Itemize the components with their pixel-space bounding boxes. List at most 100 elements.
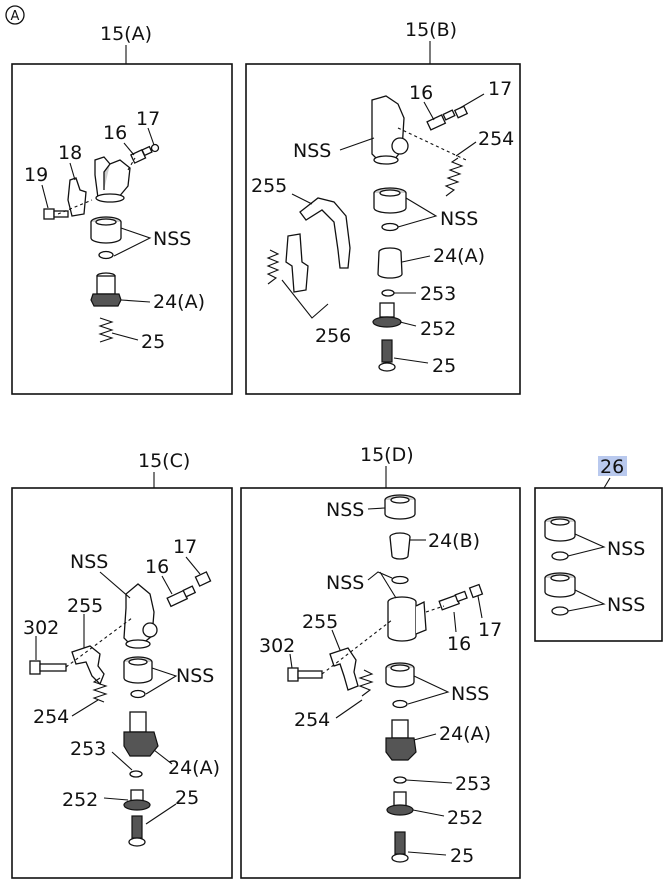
panel-15a-axis-bolt — [57, 199, 93, 215]
panel-15c-leader-253 — [111, 751, 133, 771]
panel-15b-label-256: 256 — [315, 325, 351, 347]
panel-15b-label-16: 16 — [409, 82, 433, 104]
panel-15a-label-18: 18 — [58, 142, 82, 164]
panel-15c-label-302: 302 — [23, 617, 59, 639]
panel-26-washer-2 — [551, 606, 569, 616]
panel-15d-axis-left — [321, 619, 393, 675]
panel-15d-label-nss2: NSS — [326, 572, 364, 594]
panel-15a-gear-24a — [90, 272, 122, 307]
panel-15c-leader-17 — [185, 556, 201, 575]
panel-15d-washer-253 — [393, 776, 407, 784]
panel-15d-leader-nss2b — [379, 571, 397, 599]
panel-15b-leader-256 — [281, 279, 329, 319]
panel-15b-leader-nss2 — [397, 197, 438, 228]
panel-15c-leader-252 — [103, 797, 129, 801]
panel-15d-label-252: 252 — [447, 807, 483, 829]
panel-15b-leader-255 — [291, 193, 313, 205]
panel-15c-label-16: 16 — [145, 556, 169, 578]
panel-15d-label-253: 253 — [455, 773, 491, 795]
panel-15b-bolt-25 — [378, 339, 396, 372]
panel-15a-seal — [90, 216, 122, 244]
panel-15b-label-nss2: NSS — [440, 208, 478, 230]
panel-26-title-leader — [603, 477, 611, 489]
panel-15b-cap-17 — [453, 105, 469, 119]
panel-15c-leader-nss2 — [145, 667, 178, 695]
panel-26-title-highlight — [598, 456, 627, 476]
panel-15d-title: 15(D) — [360, 444, 414, 466]
panel-15c-part-24a — [123, 711, 159, 757]
panel-15b-leader-254 — [455, 141, 477, 157]
panel-15d-bolt-25 — [391, 831, 409, 863]
panel-15b-seal — [373, 187, 407, 214]
panel-15b-title: 15(B) — [405, 19, 457, 41]
panel-15a-leader-24a — [120, 299, 151, 303]
panel-15c-bolt-25 — [128, 815, 146, 847]
panel-15b-spring-256 — [266, 233, 309, 293]
panel-15d-leader-252 — [412, 809, 445, 817]
panel-15a-leader-25 — [111, 332, 139, 341]
panel-15a-frame — [11, 63, 233, 395]
panel-15c-bolt-302 — [29, 660, 67, 675]
panel-15b-label-17: 17 — [488, 78, 512, 100]
panel-15b-frame — [245, 63, 521, 395]
panel-15b-valve-16 — [426, 109, 456, 131]
panel-15d-leader-302 — [289, 653, 293, 669]
panel-15d-bracket-255 — [329, 647, 359, 691]
panel-15c-label-17: 17 — [173, 536, 197, 558]
panel-15a-label-25: 25 — [141, 331, 165, 353]
panel-15d-part-24a — [385, 719, 417, 761]
panel-15d-label-16: 16 — [447, 633, 471, 655]
panel-15d-top-seal — [384, 494, 416, 520]
panel-15a-housing — [94, 156, 131, 203]
panel-15c-valve-16 — [166, 585, 197, 608]
panel-15d-label-24b: 24(B) — [428, 530, 480, 552]
panel-15d-washer-lower — [392, 699, 408, 709]
panel-15a-axis-valve — [127, 157, 136, 171]
panel-15a-leader-17 — [147, 127, 155, 146]
panel-15b: 15(B) — [245, 19, 521, 395]
panel-15a-washer — [98, 250, 114, 260]
panel-15c: 15(C) — [11, 450, 233, 879]
panel-15b-leader-nss1 — [339, 137, 375, 151]
panel-15a-cap-17 — [150, 143, 160, 153]
panel-15a-leader-16 — [123, 142, 135, 156]
panel-15b-washer-253 — [381, 289, 395, 297]
panel-15c-frame — [11, 487, 233, 879]
panel-15a-leader-19 — [41, 184, 49, 209]
panel-15c-label-254: 254 — [33, 706, 69, 728]
panel-15c-leader-24a — [153, 749, 173, 765]
panel-15d-label-nss1: NSS — [326, 499, 364, 521]
panel-15d-label-17: 17 — [478, 619, 502, 641]
panel-15c-label-252: 252 — [62, 789, 98, 811]
panel-15b-label-nss1: NSS — [293, 140, 331, 162]
panel-15d-cap-17 — [468, 583, 484, 599]
panel-15b-label-25: 25 — [432, 355, 456, 377]
panel-15a-title: 15(A) — [100, 23, 152, 45]
panel-15b-leader-16 — [423, 101, 435, 121]
panel-15b-part-24a — [377, 247, 403, 279]
panel-15c-leader-25 — [145, 803, 177, 825]
section-mark-letter: A — [11, 9, 20, 24]
panel-15c-label-25: 25 — [175, 787, 199, 809]
panel-15b-label-253: 253 — [420, 283, 456, 305]
panel-15d-leader-24a — [413, 733, 437, 741]
panel-15d: 15(D) — [240, 444, 521, 879]
panel-15b-label-24a: 24(A) — [433, 245, 485, 267]
panel-15b-axis — [397, 127, 467, 161]
panel-15b-bracket-255 — [299, 197, 351, 269]
panel-15c-leader-nss1 — [99, 571, 131, 599]
panel-15d-label-255: 255 — [302, 611, 338, 633]
panel-15b-washer — [381, 222, 399, 232]
panel-15c-gear-252 — [123, 789, 151, 811]
panel-15a-leader-18 — [69, 162, 76, 181]
panel-15d-label-302: 302 — [259, 635, 295, 657]
panel-15c-washer-253 — [129, 770, 143, 778]
panel-15d-seal — [385, 662, 415, 688]
panel-15c-label-nss2: NSS — [176, 665, 214, 687]
panel-15c-spring-254 — [92, 677, 108, 703]
panel-15d-housing — [387, 596, 427, 642]
panel-15c-housing — [123, 583, 158, 649]
panel-15a-label-16: 16 — [103, 122, 127, 144]
panel-15b-housing — [371, 95, 409, 165]
